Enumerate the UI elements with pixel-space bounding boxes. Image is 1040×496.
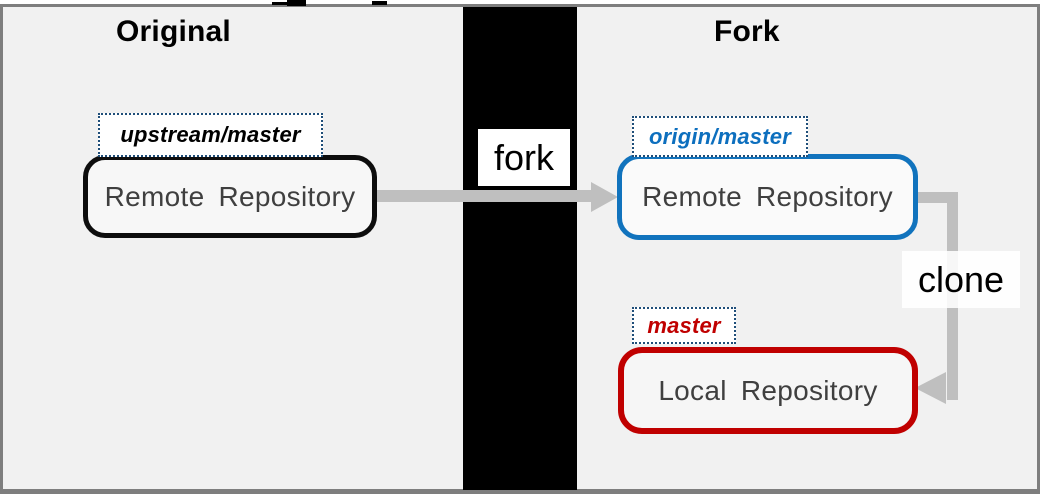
panel-title-original: Original [116, 15, 231, 48]
branch-label-origin-master: origin/master [632, 116, 808, 157]
node-title: Local Repository [658, 374, 878, 406]
fork-arrow-shaft [375, 190, 593, 202]
divider-band [463, 7, 577, 490]
clone-action-label: clone [902, 251, 1020, 308]
cropped-text-fragment [287, 0, 306, 6]
clone-arrow-horizontal-segment [912, 192, 958, 203]
node-remote-repository-fork: Remote Repository [617, 154, 918, 240]
node-title: Remote Repository [104, 180, 356, 212]
node-remote-repository-original: Remote Repository [83, 155, 377, 238]
branch-label-upstream-master: upstream/master [98, 113, 323, 157]
node-local-repository: Local Repository [618, 347, 918, 434]
node-title: Remote Repository [642, 181, 893, 212]
cropped-text-fragment [272, 2, 289, 5]
panel-title-fork: Fork [714, 15, 780, 48]
fork-arrow-head-icon [591, 182, 618, 212]
branch-label-master: master [632, 307, 736, 344]
clone-arrow-head-icon [915, 372, 946, 404]
fork-action-label: fork [478, 129, 570, 186]
cropped-text-fragment [372, 1, 387, 5]
